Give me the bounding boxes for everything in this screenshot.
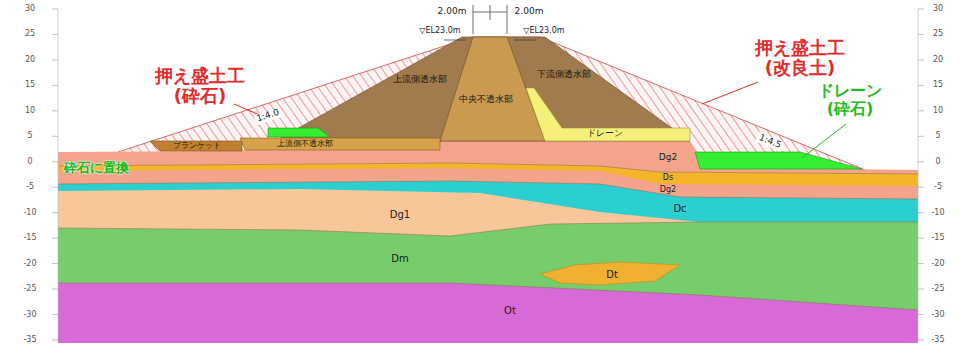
axis-number: 0 [935, 157, 940, 166]
layer-dm [58, 222, 918, 343]
axis-number: 10 [933, 106, 943, 115]
axis-number: -15 [23, 234, 36, 243]
axis-number: -30 [23, 310, 36, 319]
slope-label: 1:4.5 [756, 132, 785, 151]
axis-number: 5 [935, 132, 940, 141]
axis-number: -30 [931, 310, 944, 319]
axis-number: 20 [25, 56, 35, 65]
axis-number: -35 [931, 336, 944, 345]
axis-number: -10 [931, 208, 944, 217]
leader-line [802, 124, 846, 158]
axis-number: 5 [27, 132, 32, 141]
layer-label: Dg2 [660, 186, 676, 195]
callout-label: 押え盛土工 (砕石) [155, 66, 245, 106]
axis-number: 30 [933, 5, 943, 14]
dimension-label: 2.00m [513, 7, 546, 17]
elevation-label: ▽EL23.0m [417, 27, 462, 36]
axis-number: 25 [933, 30, 943, 39]
blanket [150, 141, 242, 151]
axis-number: -10 [23, 208, 36, 217]
layer-label: Dm [391, 253, 408, 264]
layer-ds [58, 163, 918, 343]
axis-number: 30 [25, 5, 35, 14]
zone-label: ブランケット [173, 142, 221, 151]
axis-number: 15 [933, 81, 943, 90]
axis-number: 0 [27, 157, 32, 166]
layer-label: Dg1 [390, 209, 410, 220]
gravel-replacement [268, 128, 330, 137]
dimension-label: 2.00m [436, 7, 469, 17]
layer-label: Ot [504, 305, 516, 316]
leader-line [702, 82, 758, 104]
axis-number: -20 [931, 259, 944, 268]
layer-label: Dt [606, 269, 618, 280]
axis-number: -25 [931, 285, 944, 294]
layer-dg1 [58, 189, 918, 343]
axis-number: 15 [25, 81, 35, 90]
layer-ot [58, 283, 918, 343]
callout-label: 押え盛土工 (改良土) [755, 38, 845, 78]
zone-label: ドレーン [587, 129, 623, 139]
zone-label: 上流側不透水部 [277, 140, 333, 149]
zone-label: 下流側透水部 [537, 70, 591, 80]
axis-number: 25 [25, 30, 35, 39]
layer-dt [540, 262, 680, 285]
axis-number: -5 [26, 183, 34, 192]
axis-number: -25 [23, 285, 36, 294]
layer-label: Ds [663, 174, 673, 183]
elevation-label: ▽EL23.0m [521, 27, 566, 36]
pervious-shell [275, 37, 690, 141]
layer-dg2-upper [58, 141, 918, 343]
zone-label: 上流側透水部 [393, 75, 447, 85]
callout-label: 砕石に置換 [64, 161, 129, 175]
callout-label: ドレーン (砕石) [818, 82, 882, 117]
slope-label: 1:4.0 [254, 107, 283, 125]
layer-dc [58, 181, 918, 343]
layer-label: Dc [673, 203, 686, 214]
gravel-drain [695, 152, 862, 169]
axis-number: 20 [933, 56, 943, 65]
axis-number: -35 [23, 336, 36, 345]
axis-number: -20 [23, 259, 36, 268]
drain-zone [526, 88, 690, 141]
axis-number: -15 [931, 234, 944, 243]
axis-number: -5 [934, 183, 942, 192]
zone-label: 中央不透水部 [459, 95, 513, 105]
upstream-blanket [240, 138, 440, 150]
layer-label: Dg2 [659, 153, 677, 163]
layer-dg2-lower [58, 168, 918, 343]
axis-number: 10 [25, 106, 35, 115]
